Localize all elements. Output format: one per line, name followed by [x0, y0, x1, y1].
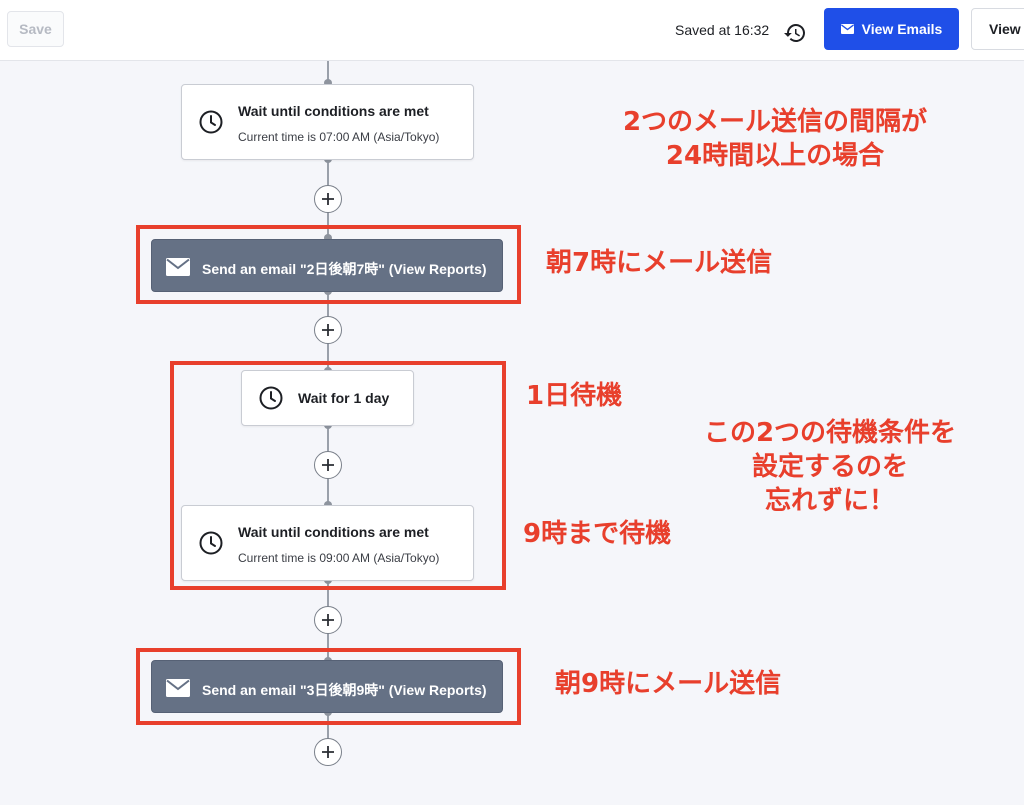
envelope-icon	[840, 24, 854, 34]
wait-duration-node[interactable]: Wait for 1 day	[241, 370, 414, 426]
wait-1day-note: 1日待機	[526, 381, 623, 411]
highlight-box	[170, 361, 506, 590]
connector-dot	[324, 234, 332, 242]
annotation-line: この2つの待機条件を	[703, 418, 957, 448]
highlight-box	[136, 225, 521, 304]
dont-forget-note: この2つの待機条件を 設定するのを 忘れずに！	[675, 417, 985, 518]
annotation-line: 2つのメール送信の間隔が	[622, 107, 928, 137]
plus-icon	[322, 193, 334, 205]
email-9am-note: 朝9時にメール送信	[555, 669, 782, 699]
wait-9am-note: 9時まで待機	[523, 519, 672, 549]
clock-icon	[199, 110, 223, 134]
clock-icon	[199, 531, 223, 555]
add-step-button[interactable]	[314, 738, 342, 766]
node-title: Wait until conditions are met	[238, 524, 429, 540]
annotation-line: 忘れずに！	[764, 485, 895, 516]
highlight-box	[136, 648, 521, 725]
save-button[interactable]: Save	[7, 11, 64, 47]
history-icon[interactable]	[783, 21, 807, 45]
envelope-icon	[166, 679, 190, 697]
plus-icon	[322, 746, 334, 758]
email-node-label: Send an email "3日後朝9時" (View Reports)	[202, 682, 487, 698]
add-step-button[interactable]	[314, 606, 342, 634]
view-emails-label: View Emails	[861, 21, 943, 37]
connector-line	[327, 712, 329, 752]
wait-conditions-node[interactable]: Wait until conditions are met Current ti…	[181, 505, 474, 581]
annotation-line: 設定するのを	[751, 451, 908, 482]
connector-dot	[324, 79, 332, 87]
email-7am-note: 朝7時にメール送信	[546, 248, 773, 278]
wait-conditions-node[interactable]: Wait until conditions are met Current ti…	[181, 84, 474, 160]
view-emails-button[interactable]: View Emails	[824, 8, 959, 50]
add-step-button[interactable]	[314, 316, 342, 344]
node-subtitle: Current time is 09:00 AM (Asia/Tokyo)	[238, 551, 440, 565]
email-node-label: Send an email "2日後朝7時" (View Reports)	[202, 261, 487, 277]
add-step-button[interactable]	[314, 185, 342, 213]
send-email-node[interactable]: Send an email "3日後朝9時" (View Reports)	[151, 660, 503, 713]
plus-icon	[322, 614, 334, 626]
view-button[interactable]: View	[971, 8, 1024, 50]
node-title: Wait until conditions are met	[238, 103, 429, 119]
node-title: Wait for 1 day	[298, 390, 390, 406]
annotation-line: 24時間以上の場合	[665, 140, 885, 171]
interval-note: 2つのメール送信の間隔が 24時間以上の場合	[600, 106, 950, 174]
node-subtitle: Current time is 07:00 AM (Asia/Tokyo)	[238, 130, 440, 144]
envelope-icon	[166, 258, 190, 276]
send-email-node[interactable]: Send an email "2日後朝7時" (View Reports)	[151, 239, 503, 292]
toolbar: Save Saved at 16:32 View Emails View	[0, 0, 1024, 61]
saved-at-status: Saved at 16:32	[675, 22, 770, 38]
plus-icon	[322, 459, 334, 471]
connector-line	[327, 61, 329, 85]
add-step-button[interactable]	[314, 451, 342, 479]
plus-icon	[322, 324, 334, 336]
clock-icon	[259, 386, 283, 410]
